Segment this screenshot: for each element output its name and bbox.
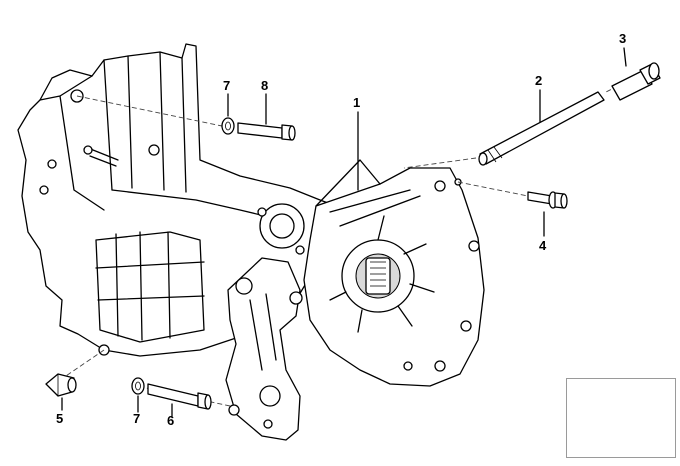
bolt-5 (45, 373, 77, 397)
flange-bolt-4 (527, 191, 568, 209)
callout-leaders (61, 47, 627, 417)
long-stud-2 (478, 91, 605, 166)
callout-6: 6 (167, 413, 175, 428)
callout-2: 2 (535, 73, 543, 88)
selector-bracket (225, 257, 303, 441)
callout-8: 8 (261, 78, 269, 93)
socket-bolt-3 (611, 62, 661, 101)
washer-upper (221, 117, 235, 135)
callout-1: 1 (353, 95, 361, 110)
bolt-8 (237, 122, 296, 141)
bolt-6 (147, 383, 212, 410)
callout-4: 4 (539, 238, 547, 253)
callout-7-lower: 7 (133, 411, 141, 426)
vehicle-thumbnail (566, 378, 676, 458)
callout-3: 3 (619, 31, 627, 46)
callout-5: 5 (56, 411, 64, 426)
housing-flange (303, 159, 485, 387)
callout-7-upper: 7 (223, 78, 231, 93)
washer-lower (131, 377, 145, 395)
